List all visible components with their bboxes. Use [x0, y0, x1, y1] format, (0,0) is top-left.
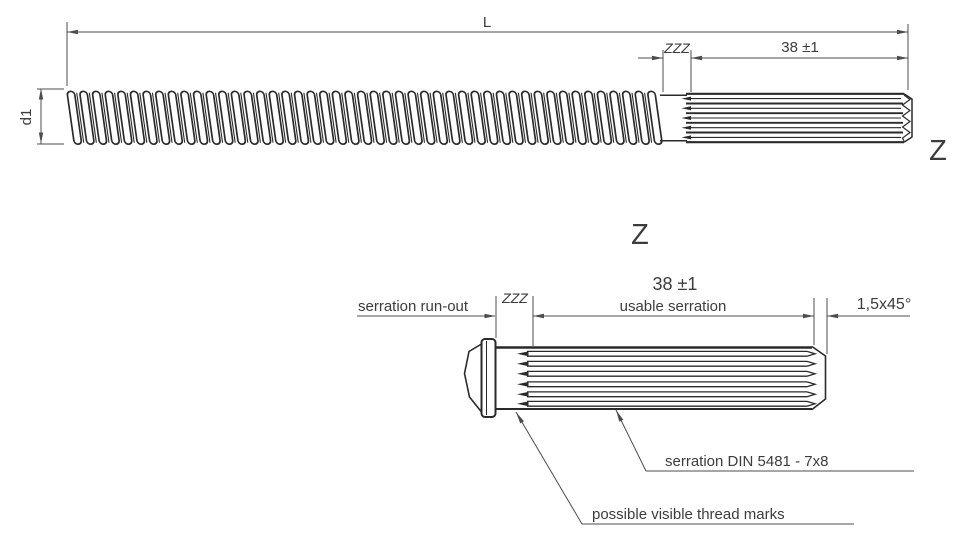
collar-cap — [480, 338, 497, 418]
detail-title-z: Z — [631, 219, 649, 251]
serration-length-label-top: 38 ±1 — [781, 39, 818, 56]
length-dimension-label: L — [483, 14, 491, 31]
thread-runout-neck — [660, 94, 687, 142]
detail-view: Z — [357, 219, 914, 525]
arrowhead — [484, 313, 496, 319]
serrated-shaft-detail — [495, 345, 827, 411]
threaded-section — [66, 90, 663, 146]
detail-marker-z: Z — [929, 135, 947, 167]
arrowhead — [616, 410, 624, 422]
arrowhead — [38, 88, 44, 100]
dimension-38-top — [691, 55, 908, 61]
runout-width-label-detail: ZZZ — [501, 290, 528, 306]
top-view: L d1 ZZZ 38 ±1 Z — [18, 14, 947, 167]
serrated-section-top — [681, 92, 913, 144]
arrowhead — [827, 313, 838, 319]
shaft-end-chamfer — [811, 345, 827, 411]
collar-wedge — [463, 343, 483, 413]
dimension-L — [66, 22, 909, 90]
arrowhead — [897, 55, 908, 61]
dimension-zzz-top — [638, 50, 692, 92]
serration-spec-label: serration DIN 5481 - 7x8 — [665, 453, 828, 470]
serration-runout-note: serration run-out — [358, 298, 469, 315]
runout-collar — [463, 338, 497, 418]
thread-marks-note: possible visible thread marks — [592, 506, 785, 523]
serration-length-label-detail: 38 ±1 — [653, 274, 698, 294]
usable-serration-label: usable serration — [620, 298, 727, 315]
arrowhead — [652, 55, 663, 61]
arrowhead — [533, 313, 544, 319]
serration-teeth — [517, 350, 818, 407]
arrowhead — [516, 412, 524, 424]
leader-thread-marks — [515, 411, 854, 525]
dimension-d1 — [37, 88, 64, 145]
arrowhead — [67, 29, 78, 35]
arrowhead — [803, 313, 814, 319]
runout-width-label-top: ZZZ — [663, 40, 690, 56]
diameter-dimension-label: d1 — [18, 109, 35, 126]
arrowhead — [38, 132, 44, 144]
arrowhead — [897, 29, 908, 35]
detail-dimensions — [357, 296, 910, 354]
arrowhead — [691, 55, 702, 61]
chamfer-label: 1,5x45° — [857, 296, 911, 313]
leader-serration-spec — [615, 409, 914, 472]
